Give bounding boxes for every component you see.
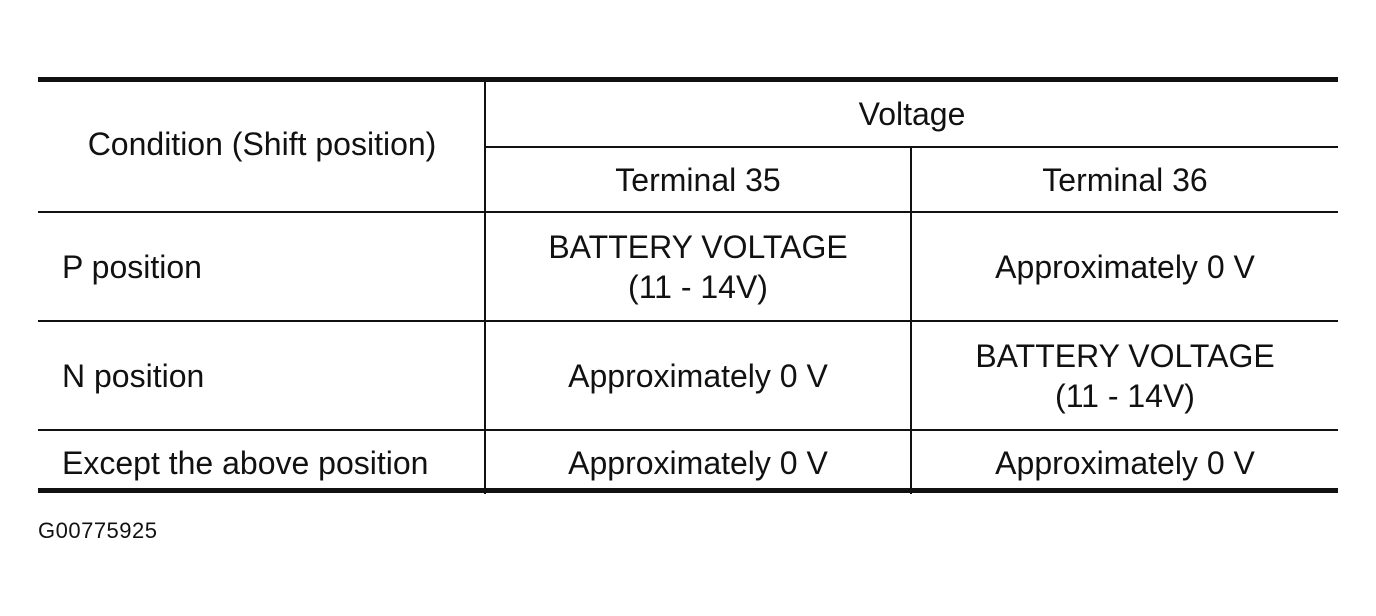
cell-line: BATTERY VOLTAGE	[548, 228, 848, 265]
table-row: Except the above position Approximately …	[38, 430, 1338, 494]
voltage-table: Condition (Shift position) Voltage Termi…	[38, 77, 1339, 494]
voltage-table-grid: Condition (Shift position) Voltage Termi…	[38, 82, 1339, 494]
header-row-bottom: Terminal 35 Terminal 36	[38, 147, 1339, 213]
condition-cell: P position	[38, 212, 486, 322]
table-row: P position BATTERY VOLTAGE (11 - 14V) Ap…	[38, 212, 1339, 322]
terminal-36-cell: BATTERY VOLTAGE (11 - 14V)	[911, 321, 1339, 431]
cell-line: BATTERY VOLTAGE	[975, 337, 1275, 374]
voltage-header: Voltage	[485, 82, 1339, 148]
condition-header: Condition (Shift position)	[38, 82, 486, 213]
terminal-36-header: Terminal 36	[911, 147, 1339, 213]
header-row-top: Condition (Shift position) Voltage	[38, 82, 1339, 213]
terminal-35-cell: Approximately 0 V	[485, 430, 912, 494]
terminal-35-cell: Approximately 0 V	[485, 321, 912, 431]
condition-cell: Except the above position	[38, 430, 486, 494]
table-row: N position Approximately 0 V BATTERY VOL…	[38, 321, 1339, 431]
condition-cell: N position	[38, 321, 486, 431]
cell-line: (11 - 14V)	[628, 268, 768, 305]
terminal-35-header: Terminal 35	[485, 147, 912, 213]
terminal-36-cell: Approximately 0 V	[911, 430, 1338, 494]
terminal-36-cell: Approximately 0 V	[911, 212, 1339, 322]
cell-line: Approximately 0 V	[995, 248, 1255, 285]
cell-line: (11 - 14V)	[1055, 377, 1195, 414]
figure-id: G00775925	[38, 518, 158, 543]
cell-line: Approximately 0 V	[995, 444, 1255, 481]
cell-line: Approximately 0 V	[568, 444, 828, 481]
terminal-35-cell: BATTERY VOLTAGE (11 - 14V)	[485, 212, 912, 322]
cell-line: Approximately 0 V	[568, 357, 828, 394]
